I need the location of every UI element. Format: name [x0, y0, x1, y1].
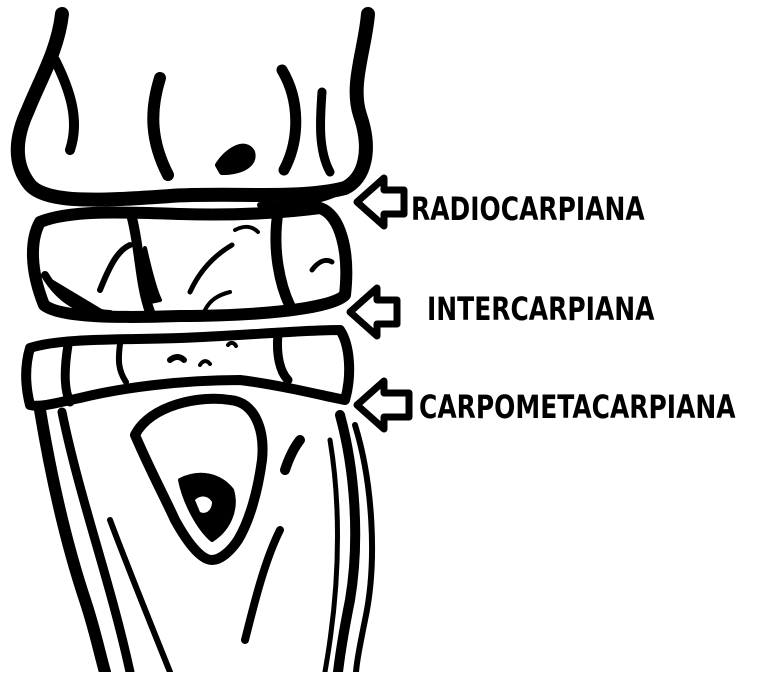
proximal-carpal-row [33, 208, 346, 317]
radiocarpal-arrow-icon [357, 178, 404, 226]
radius-bone [18, 14, 368, 205]
metacarpal-bones [40, 399, 372, 672]
radiocarpal-label: RADIOCARPIANA [411, 193, 645, 225]
distal-carpal-row [26, 330, 349, 406]
intercarpal-label: INTERCARPIANA [427, 293, 654, 325]
carpometacarpal-arrow-icon [357, 381, 409, 429]
intercarpal-arrow-icon [350, 288, 397, 336]
carpometacarpal-label: CARPOMETACARPIANA [419, 391, 736, 423]
